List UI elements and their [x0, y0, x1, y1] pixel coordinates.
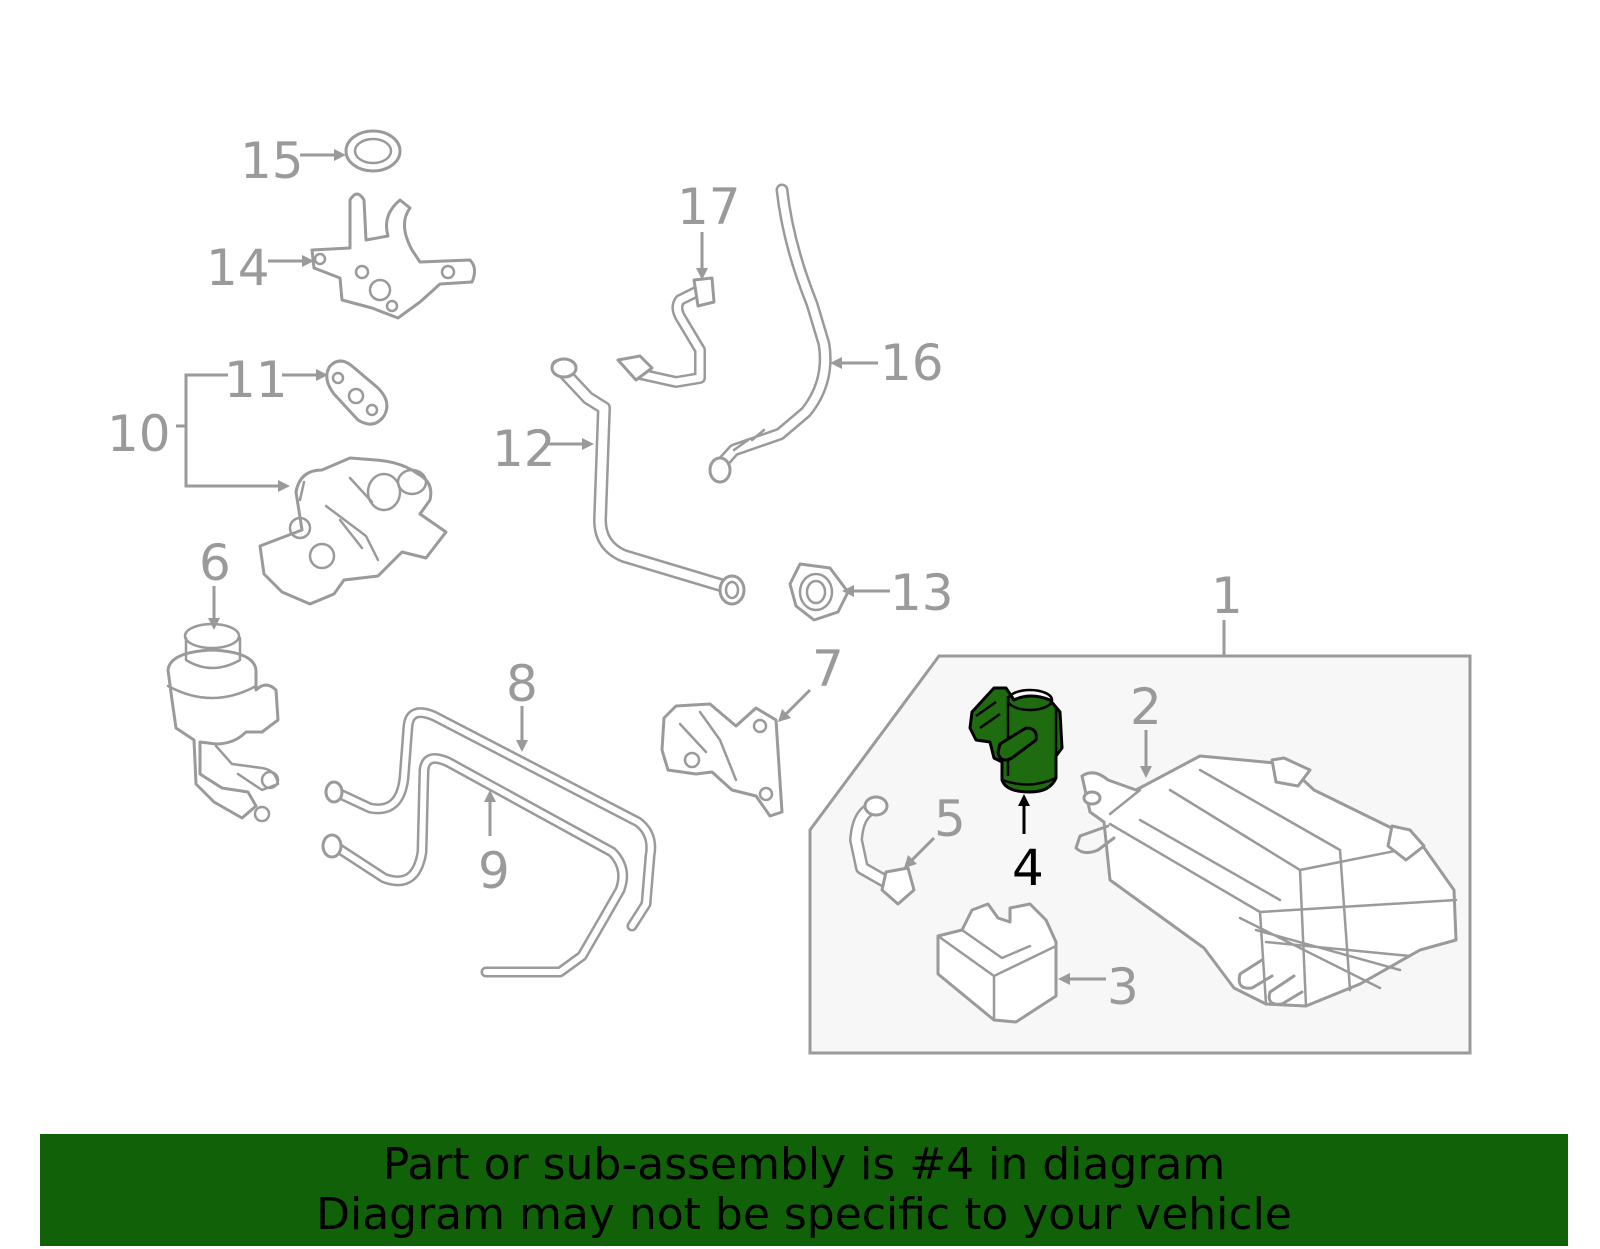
part-8-9-tubes: 8 9	[321, 655, 657, 978]
callout-1: 1	[1211, 567, 1243, 625]
part-6-valve: 6	[166, 534, 280, 823]
part-12-tube: 12	[492, 357, 746, 606]
part-3-cover: 3	[936, 902, 1139, 1024]
callout-4: 4	[1012, 839, 1044, 897]
callout-2: 2	[1130, 678, 1162, 736]
part-13-nut: 13	[788, 562, 954, 622]
callout-13: 13	[890, 564, 954, 622]
part-5-hose: 5	[849, 790, 966, 906]
callout-14: 14	[206, 239, 270, 297]
banner-line-1: Part or sub-assembly is #4 in diagram	[382, 1139, 1226, 1190]
callout-9: 9	[478, 842, 510, 900]
part-17-tube: 17	[616, 178, 741, 388]
part-7-bracket: 7	[660, 640, 844, 818]
part-10-pump: 10 11	[107, 351, 448, 606]
callout-15: 15	[240, 132, 304, 190]
callout-12: 12	[492, 420, 556, 478]
callout-8: 8	[506, 655, 538, 713]
part-4-valve: 4	[968, 686, 1064, 897]
callout-11: 11	[224, 351, 288, 409]
part-16-hose: 16	[708, 183, 944, 484]
callout-16: 16	[880, 334, 944, 392]
callout-10: 10	[107, 405, 171, 463]
callout-6: 6	[199, 534, 231, 592]
info-banner: Part or sub-assembly is #4 in diagram Di…	[40, 1134, 1568, 1246]
part-14-valve: 14	[206, 192, 477, 320]
callout-7: 7	[812, 640, 844, 698]
banner-line-2: Diagram may not be specific to your vehi…	[316, 1189, 1292, 1240]
part-15-oring: 15	[240, 129, 402, 190]
callout-5: 5	[934, 790, 966, 848]
callout-3: 3	[1107, 958, 1139, 1016]
part-2-canister: 2	[1074, 678, 1458, 1008]
callout-17: 17	[677, 178, 741, 236]
